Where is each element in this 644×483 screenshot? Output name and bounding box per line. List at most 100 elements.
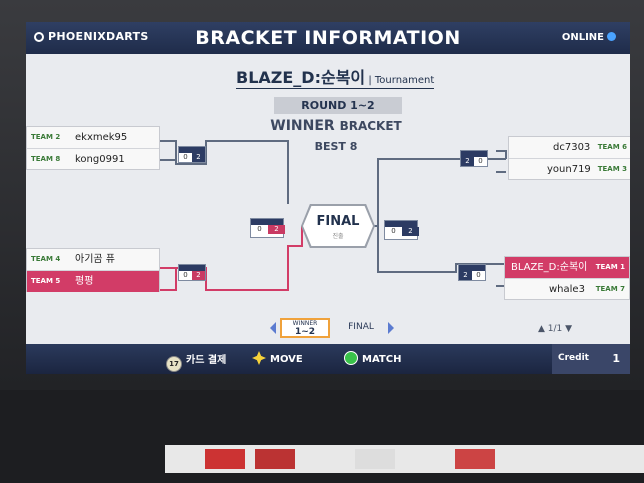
bracket-lines (160, 140, 507, 291)
round-label: ROUND 1~2 (274, 97, 402, 114)
score-header (459, 265, 485, 271)
card-payment-label: 카드 결제 (186, 355, 227, 366)
score-header (179, 147, 205, 153)
player-row-highlighted[interactable]: TEAM 5 평평 (27, 271, 159, 292)
player-row[interactable]: whale3 TEAM 7 (505, 279, 629, 300)
player-name: ekxmek95 (75, 132, 128, 143)
move-label: MOVE (270, 354, 303, 365)
score-header (385, 221, 417, 227)
credit-value: 1 (612, 352, 620, 365)
match-card-left-bottom: TEAM 4 아기곰 퓨 TEAM 5 평평 (26, 248, 160, 292)
score-value: 2 (461, 157, 474, 166)
card-coin-icon: 17 (166, 356, 182, 372)
screen: PHOENIXDARTS BRACKET INFORMATION ONLINE … (26, 22, 630, 374)
green-button-icon (344, 351, 358, 365)
credit-label: Credit (558, 353, 589, 363)
score-value: 0 (257, 225, 262, 233)
best-label: BEST 8 (314, 140, 358, 153)
score-value: 2 (402, 227, 419, 236)
tab-final[interactable]: FINAL (348, 322, 374, 332)
team-label: TEAM 7 (595, 285, 625, 293)
team-label: TEAM 4 (31, 255, 61, 263)
final-sublabel: 진출 (332, 233, 344, 240)
panel-sticker (355, 449, 395, 469)
tournament-title: BLAZE_D:순복이 (236, 68, 366, 87)
player-name: whale3 (549, 284, 585, 295)
player-name: 평평 (75, 276, 94, 287)
dpad-icon (252, 351, 266, 365)
match-label: MATCH (362, 354, 402, 365)
tournament-name: BLAZE_D:순복이 | Tournament (236, 64, 435, 89)
bracket-area: BLAZE_D:순복이 | Tournament ROUND 1~2 WINNE… (26, 54, 630, 344)
score-value: 2 (268, 225, 285, 234)
panel-sticker (205, 449, 245, 469)
team-label: TEAM 6 (597, 143, 627, 151)
brand-name: PHOENIXDARTS (48, 30, 149, 43)
score-value: 2 (459, 271, 472, 280)
card-payment-hint[interactable]: 17 카드 결제 (166, 351, 226, 372)
score-value: 2 (192, 153, 205, 162)
team-label: TEAM 5 (31, 277, 61, 285)
team-label: TEAM 1 (595, 263, 625, 271)
credit-display: Credit 1 (552, 344, 630, 374)
score-value: 0 (183, 153, 188, 161)
bottom-bar: 17 카드 결제 MOVE MATCH Credit 1 (26, 344, 630, 374)
team-label: TEAM 3 (597, 165, 627, 173)
score-header (251, 219, 283, 225)
player-name: BLAZE_D:순복이 (511, 262, 588, 273)
player-row[interactable]: TEAM 2 ekxmek95 (27, 127, 159, 149)
page-down-icon[interactable]: ▼ (565, 324, 573, 334)
final-label: FINAL (316, 214, 360, 229)
team-label: TEAM 8 (31, 155, 61, 163)
online-status: ONLINE (562, 32, 616, 43)
online-label: ONLINE (561, 32, 604, 43)
page-title: BRACKET INFORMATION (195, 27, 461, 49)
tab-next-arrow-icon[interactable] (388, 322, 394, 334)
phoenix-logo-icon (34, 32, 44, 42)
player-row-highlighted[interactable]: BLAZE_D:순복이 TEAM 1 (505, 257, 629, 279)
player-name: youn719 (547, 164, 591, 175)
panel-sticker (255, 449, 295, 469)
final-node[interactable]: FINAL 진출 (303, 206, 373, 246)
player-row[interactable]: TEAM 4 아기곰 퓨 (27, 249, 159, 271)
player-row[interactable]: TEAM 8 kong0991 (27, 149, 159, 170)
online-globe-icon (607, 32, 616, 41)
score-value: 0 (183, 271, 188, 279)
bracket-type: WINNER BRACKET (226, 118, 446, 134)
top-bar: PHOENIXDARTS BRACKET INFORMATION ONLINE (26, 22, 630, 54)
bracket-type-main: WINNER (270, 118, 335, 134)
score-value: 0 (472, 271, 485, 280)
score-header (461, 151, 487, 157)
match-hint[interactable]: MATCH (344, 351, 401, 365)
player-row[interactable]: youn719 TEAM 3 (509, 159, 630, 180)
match-card-right-top: dc7303 TEAM 6 youn719 TEAM 3 (508, 136, 630, 180)
match-card-left-top: TEAM 2 ekxmek95 TEAM 8 kong0991 (26, 126, 160, 170)
score-value: 0 (391, 227, 396, 235)
score-value: 0 (474, 157, 487, 166)
move-hint[interactable]: MOVE (252, 351, 303, 365)
match-card-right-bottom: BLAZE_D:순복이 TEAM 1 whale3 TEAM 7 (504, 256, 630, 300)
player-name: dc7303 (553, 142, 591, 153)
tab-prev-arrow-icon[interactable] (270, 322, 276, 334)
machine-lower-panel (0, 390, 644, 483)
brand-logo: PHOENIXDARTS (34, 30, 149, 43)
page-number: 1/1 (547, 324, 563, 334)
page-indicator: ▲ 1/1 ▼ (538, 324, 572, 334)
tab-winner-top: WINNER (292, 320, 318, 327)
score-value: 2 (192, 271, 205, 280)
player-name: kong0991 (75, 154, 125, 165)
player-name: 아기곰 퓨 (75, 254, 115, 265)
page-up-icon[interactable]: ▲ (538, 324, 545, 334)
tab-winner-bottom: 1~2 (294, 327, 316, 337)
panel-sticker (455, 449, 495, 469)
player-row[interactable]: dc7303 TEAM 6 (509, 137, 630, 159)
team-label: TEAM 2 (31, 133, 61, 141)
bracket-type-sub: BRACKET (339, 119, 402, 133)
